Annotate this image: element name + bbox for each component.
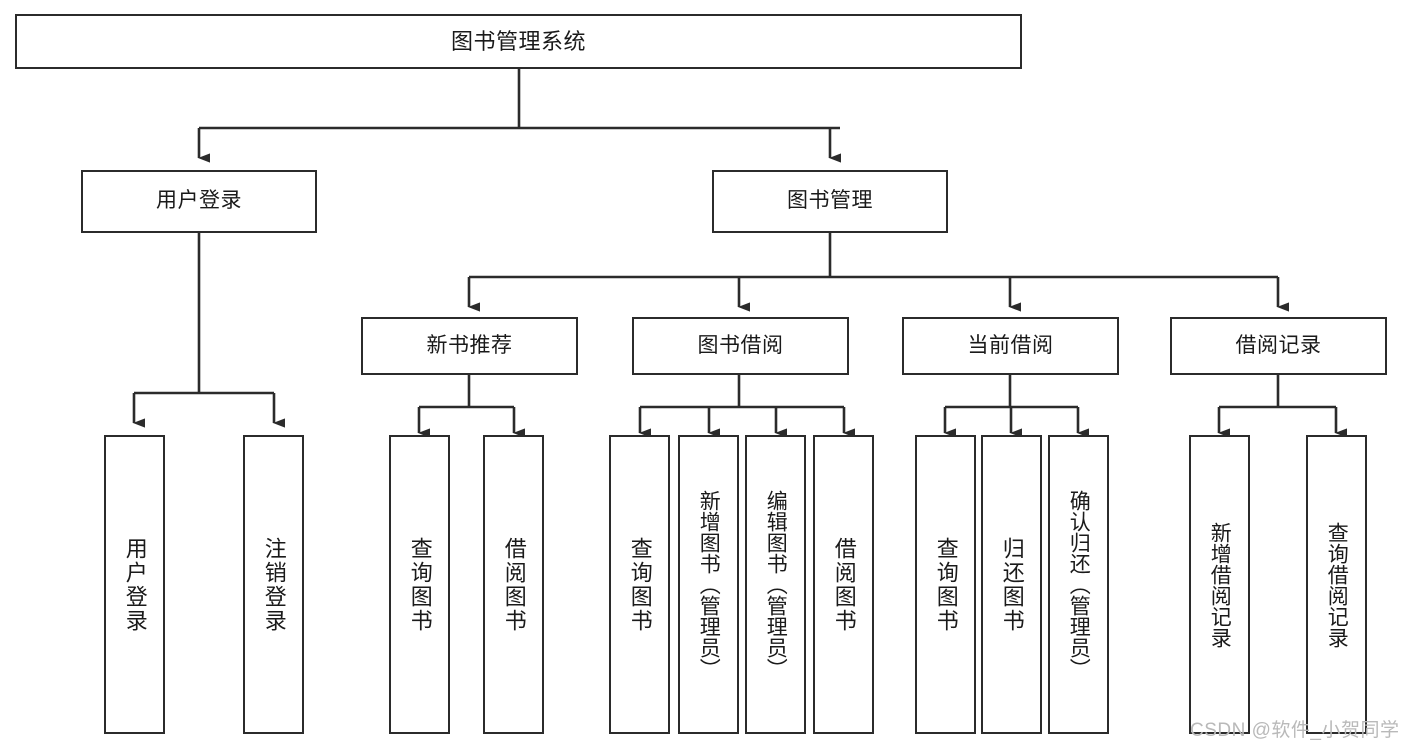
- node-borrow-record[interactable]: 借阅记录: [1170, 317, 1387, 375]
- node-label: 确认归还（管理员）: [1067, 490, 1091, 679]
- node-label: 当前借阅: [967, 333, 1054, 357]
- node-label: 新增借阅记录: [1208, 521, 1232, 648]
- node-label: 新增图书（管理员）: [697, 490, 721, 679]
- node-label: 归还图书: [999, 536, 1025, 633]
- leaf-current-query-book[interactable]: 查询图书: [915, 435, 976, 734]
- node-label: 用户登录: [122, 536, 148, 633]
- node-book-borrow[interactable]: 图书借阅: [632, 317, 849, 375]
- node-label: 编辑图书（管理员）: [764, 490, 788, 679]
- csdn-watermark: CSDN @软件_小贺同学: [1190, 720, 1400, 741]
- leaf-user-logout[interactable]: 注销登录: [243, 435, 304, 734]
- leaf-borrow-add-book-admin[interactable]: 新增图书（管理员）: [678, 435, 739, 734]
- node-current-borrow[interactable]: 当前借阅: [902, 317, 1119, 375]
- node-label: 借阅图书: [501, 536, 527, 633]
- node-label: 查询图书: [407, 536, 433, 633]
- node-root-system[interactable]: 图书管理系统: [15, 14, 1022, 69]
- leaf-record-add-borrow-record[interactable]: 新增借阅记录: [1189, 435, 1250, 734]
- leaf-borrow-query-book[interactable]: 查询图书: [609, 435, 670, 734]
- node-label: 图书管理系统: [450, 28, 586, 54]
- node-label: 图书管理: [787, 189, 873, 213]
- leaf-borrow-borrow-book[interactable]: 借阅图书: [813, 435, 874, 734]
- node-label: 借阅图书: [831, 536, 857, 633]
- node-label: 用户登录: [156, 189, 242, 213]
- node-book-management[interactable]: 图书管理: [712, 170, 948, 233]
- leaf-recommend-query-book[interactable]: 查询图书: [389, 435, 450, 734]
- leaf-current-return-book[interactable]: 归还图书: [981, 435, 1042, 734]
- leaf-user-login[interactable]: 用户登录: [104, 435, 165, 734]
- leaf-borrow-edit-book-admin[interactable]: 编辑图书（管理员）: [745, 435, 806, 734]
- node-label: 查询图书: [627, 536, 653, 633]
- node-new-book-recommend[interactable]: 新书推荐: [361, 317, 578, 375]
- node-user-login[interactable]: 用户登录: [81, 170, 317, 233]
- node-label: 注销登录: [261, 536, 287, 633]
- node-label: 借阅记录: [1235, 333, 1322, 357]
- leaf-record-query-borrow-record[interactable]: 查询借阅记录: [1306, 435, 1367, 734]
- leaf-current-confirm-return-admin[interactable]: 确认归还（管理员）: [1048, 435, 1109, 734]
- node-label: 新书推荐: [426, 333, 513, 357]
- leaf-recommend-borrow-book[interactable]: 借阅图书: [483, 435, 544, 734]
- node-label: 图书借阅: [697, 333, 784, 357]
- node-label: 查询借阅记录: [1325, 521, 1349, 648]
- node-label: 查询图书: [933, 536, 959, 633]
